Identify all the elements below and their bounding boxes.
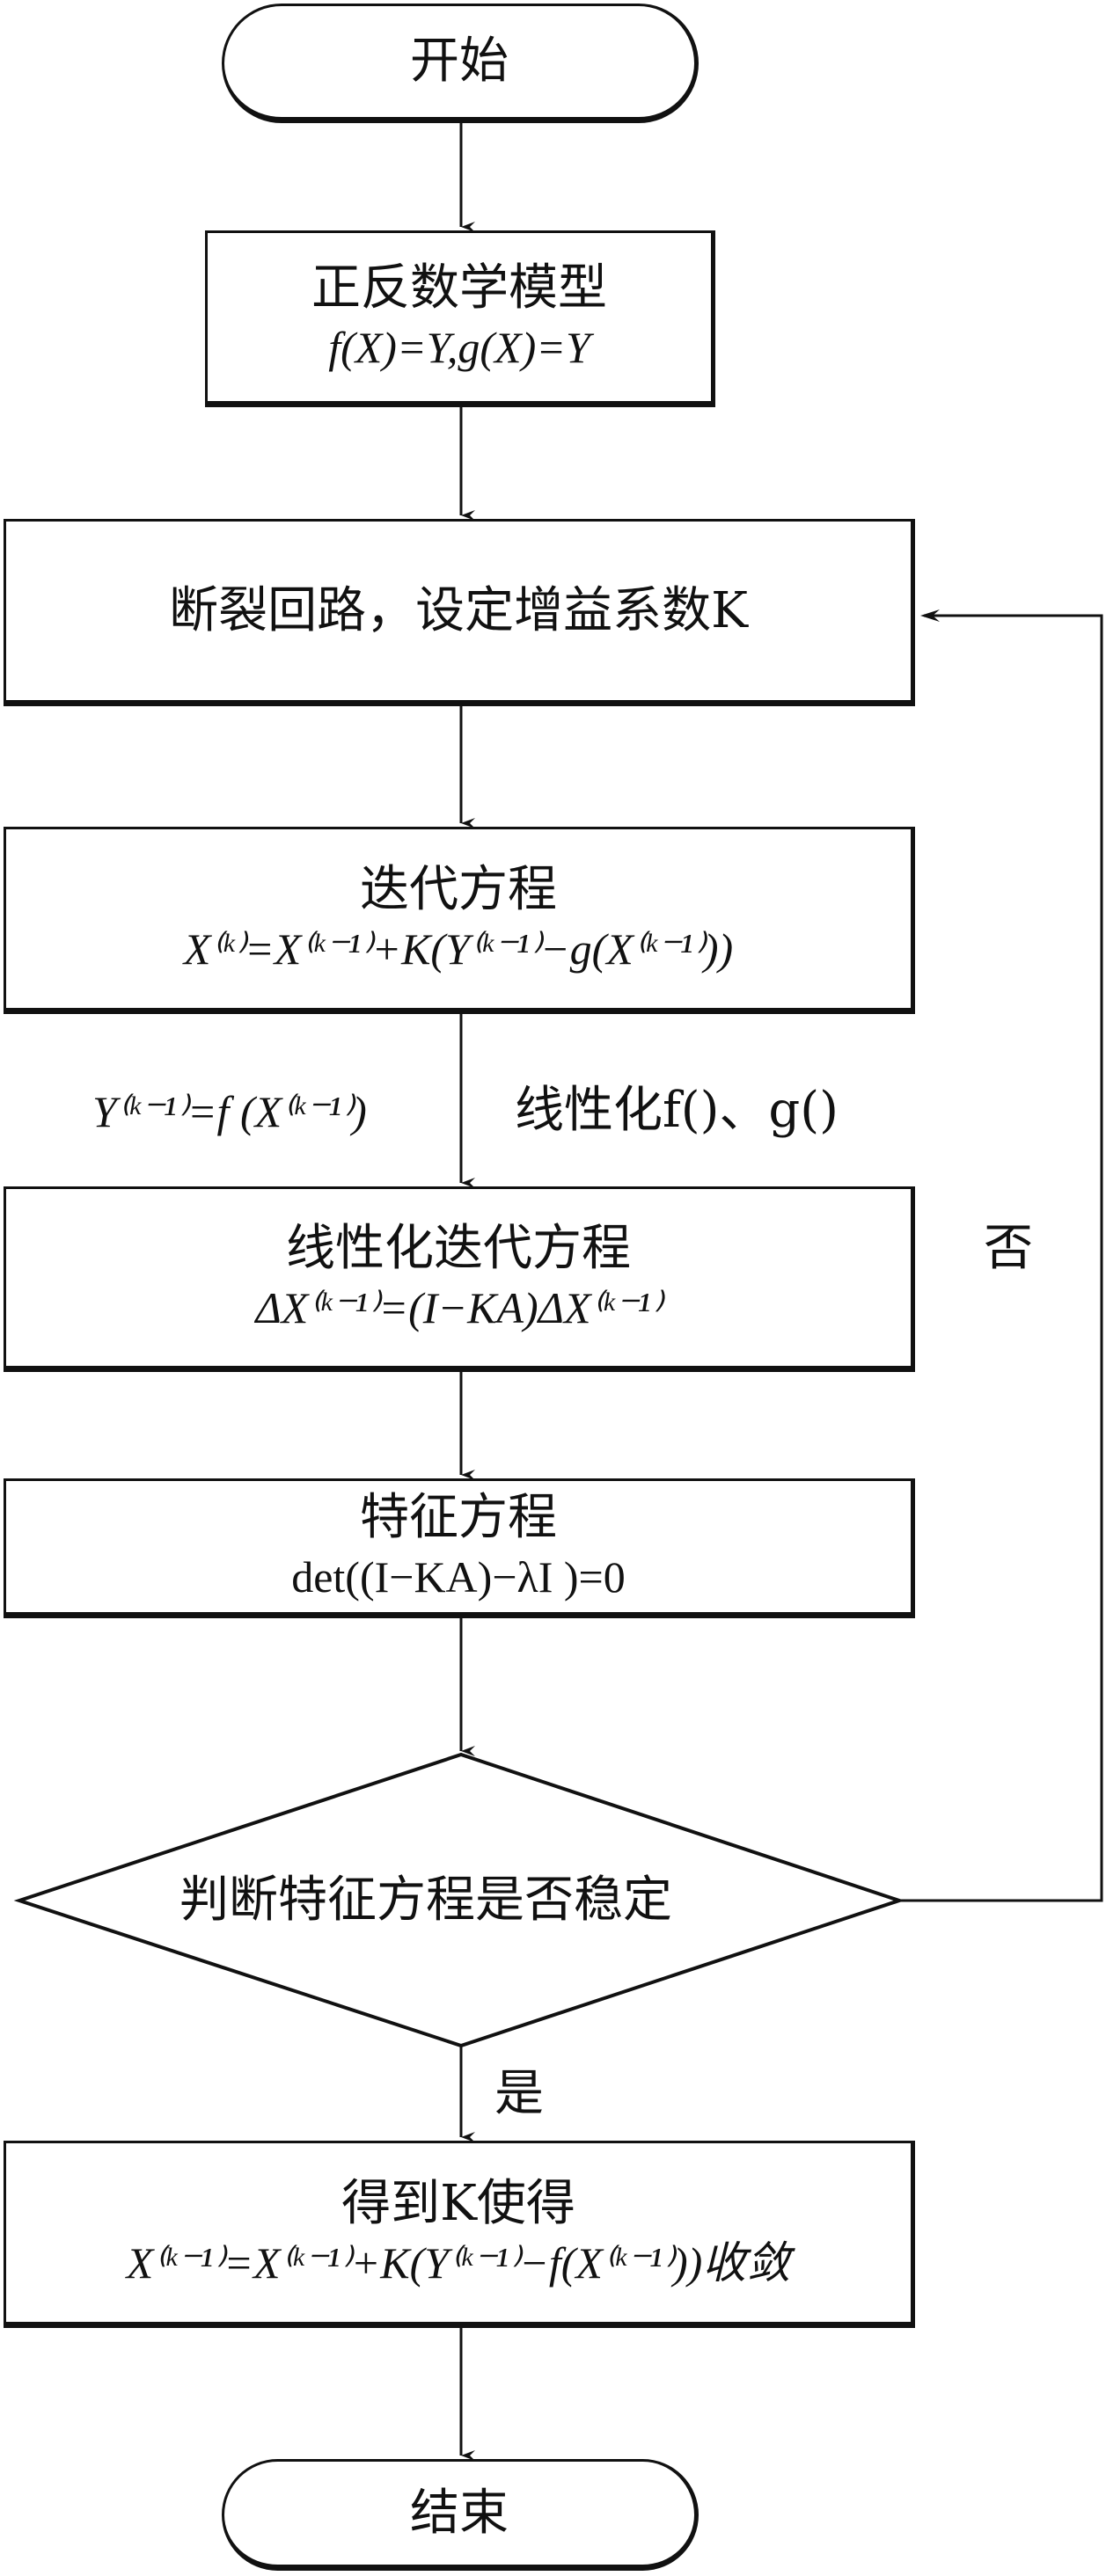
characteristic-title: 特征方程 bbox=[360, 1489, 557, 1546]
linearized-title: 线性化迭代方程 bbox=[286, 1220, 631, 1277]
iteration-title: 迭代方程 bbox=[360, 861, 557, 918]
feedback-loop-line bbox=[899, 614, 1103, 1902]
edge-label-yes: 是 bbox=[494, 2065, 544, 2122]
break-loop-box: 断裂回路，设定增益系数K bbox=[4, 519, 915, 706]
end-node: 结束 bbox=[222, 2459, 699, 2571]
decision-diamond bbox=[13, 1752, 905, 2048]
result-box: 得到K使得 X⁽ᵏ⁻¹⁾=X⁽ᵏ⁻¹⁾+K(Y⁽ᵏ⁻¹⁾−f(X⁽ᵏ⁻¹⁾))收… bbox=[4, 2141, 915, 2328]
characteristic-box: 特征方程 det((I−KA)−λI )=0 bbox=[4, 1478, 915, 1618]
start-node: 开始 bbox=[222, 4, 699, 123]
edge-label-left: Y⁽ᵏ⁻¹⁾=f (X⁽ᵏ⁻¹⁾) bbox=[92, 1087, 367, 1136]
decision-label: 判断特征方程是否稳定 bbox=[179, 1872, 672, 1929]
end-label: 结束 bbox=[410, 2484, 509, 2542]
break-loop-title: 断裂回路，设定增益系数K bbox=[169, 581, 748, 639]
linearized-formula: ΔX⁽ᵏ⁻¹⁾=(I−KA)ΔX⁽ᵏ⁻¹⁾ bbox=[255, 1283, 662, 1332]
result-formula: X⁽ᵏ⁻¹⁾=X⁽ᵏ⁻¹⁾+K(Y⁽ᵏ⁻¹⁾−f(X⁽ᵏ⁻¹⁾))收敛 bbox=[126, 2238, 791, 2288]
model-box: 正反数学模型 f(X)=Y,g(X)=Y bbox=[205, 230, 715, 407]
edge-label-right: 线性化f()、g() bbox=[515, 1082, 839, 1139]
iteration-box: 迭代方程 X⁽ᵏ⁾=X⁽ᵏ⁻¹⁾+K(Y⁽ᵏ⁻¹⁾−g(X⁽ᵏ⁻¹⁾)) bbox=[4, 827, 915, 1014]
edge-label-no: 否 bbox=[984, 1220, 1033, 1277]
start-label: 开始 bbox=[410, 33, 509, 90]
iteration-formula: X⁽ᵏ⁾=X⁽ᵏ⁻¹⁾+K(Y⁽ᵏ⁻¹⁾−g(X⁽ᵏ⁻¹⁾)) bbox=[183, 924, 734, 974]
characteristic-formula: det((I−KA)−λI )=0 bbox=[291, 1552, 626, 1602]
model-formula: f(X)=Y,g(X)=Y bbox=[328, 323, 590, 372]
linearized-box: 线性化迭代方程 ΔX⁽ᵏ⁻¹⁾=(I−KA)ΔX⁽ᵏ⁻¹⁾ bbox=[4, 1186, 915, 1372]
model-title: 正反数学模型 bbox=[311, 259, 607, 317]
result-title: 得到K使得 bbox=[341, 2175, 575, 2232]
